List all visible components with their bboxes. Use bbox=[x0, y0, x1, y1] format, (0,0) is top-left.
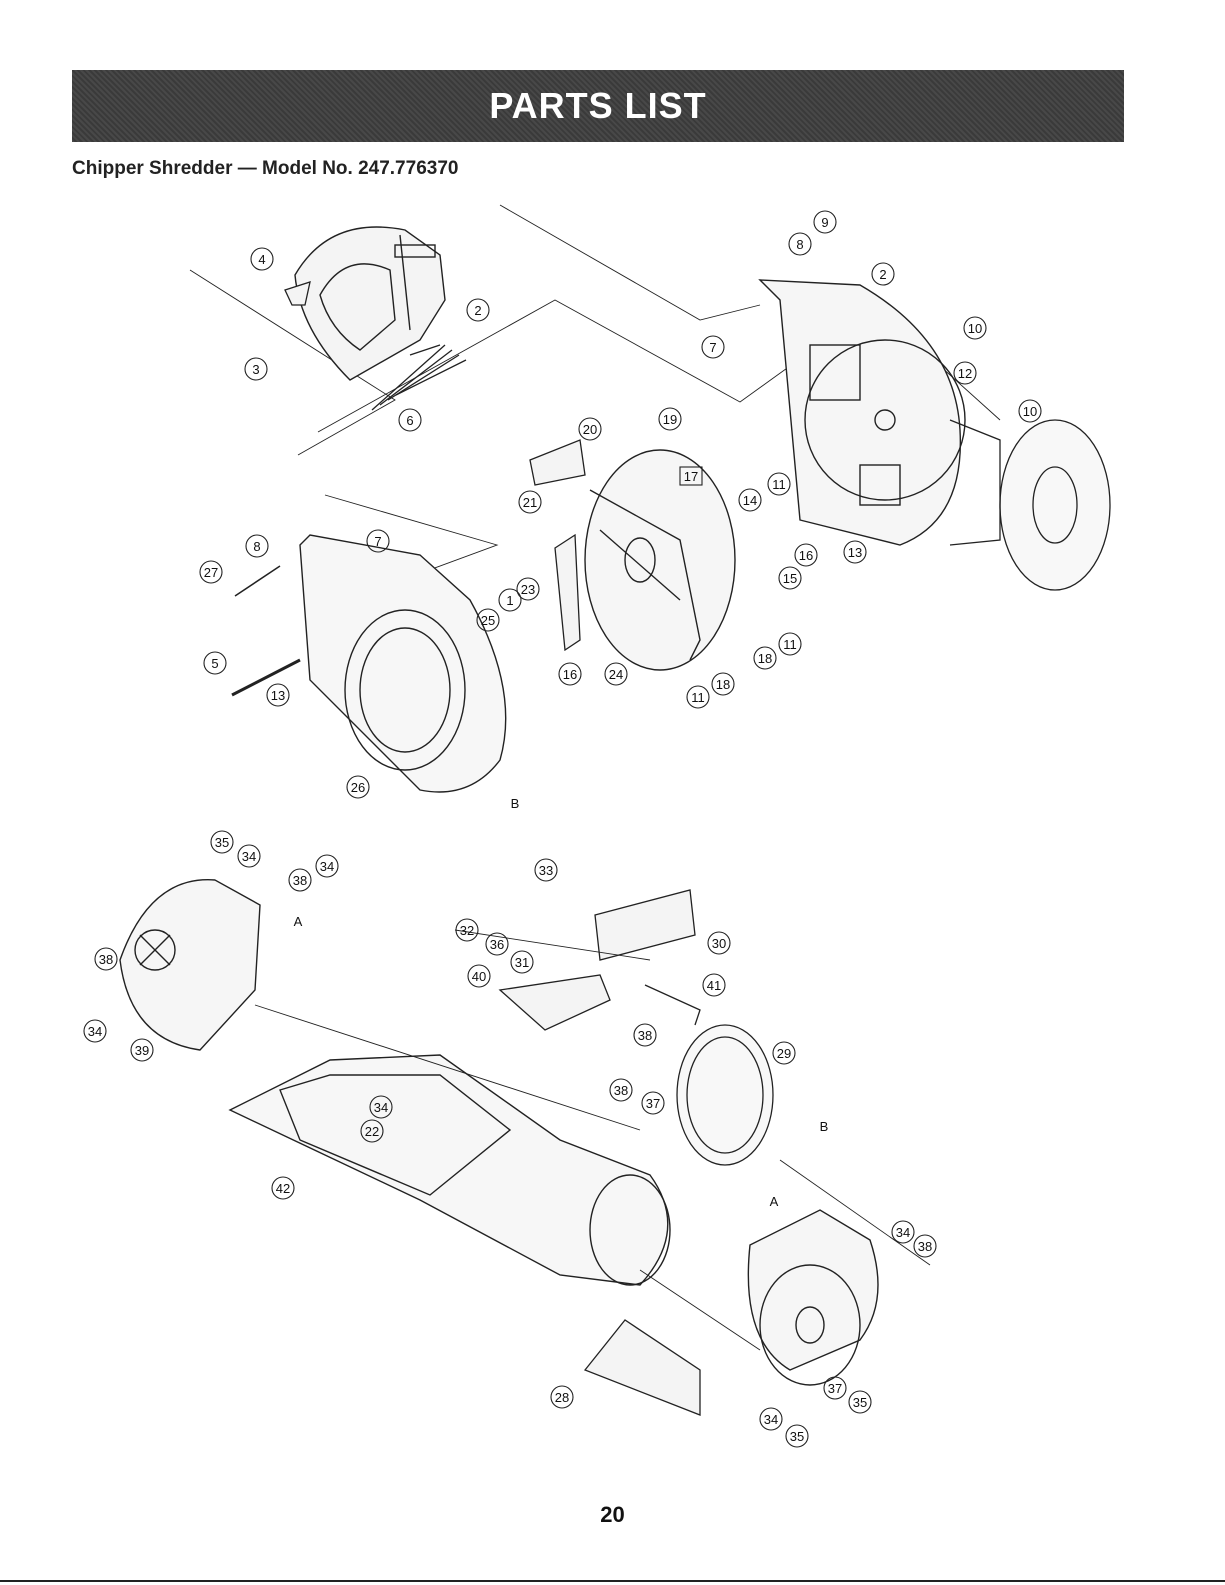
callout-22: 22 bbox=[365, 1124, 379, 1139]
callout-30: 30 bbox=[712, 936, 726, 951]
callout-13: 13 bbox=[848, 545, 862, 560]
callout-16: 16 bbox=[563, 667, 577, 682]
deflector-part bbox=[500, 975, 610, 1030]
long-bolt-part bbox=[235, 566, 280, 596]
callout-34: 34 bbox=[764, 1412, 778, 1427]
callout-18: 18 bbox=[758, 651, 772, 666]
callout-38: 38 bbox=[614, 1083, 628, 1098]
callout-29: 29 bbox=[777, 1046, 791, 1061]
callout-16: 16 bbox=[799, 548, 813, 563]
blade-bracket-part bbox=[530, 440, 585, 485]
callout-5: 5 bbox=[211, 656, 218, 671]
callout-21: 21 bbox=[523, 495, 537, 510]
callout-3: 3 bbox=[252, 362, 259, 377]
callout-6: 6 bbox=[406, 413, 413, 428]
callout-35: 35 bbox=[853, 1395, 867, 1410]
callout-24: 24 bbox=[609, 667, 623, 682]
callout-37: 37 bbox=[646, 1096, 660, 1111]
callout-40: 40 bbox=[472, 969, 486, 984]
plate-part bbox=[585, 1320, 700, 1415]
callout-28: 28 bbox=[555, 1390, 569, 1405]
bottom-rule bbox=[0, 1580, 1225, 1582]
callout-2: 2 bbox=[474, 303, 481, 318]
chute-cover-part bbox=[295, 227, 445, 380]
callout-15: 15 bbox=[783, 571, 797, 586]
rod-part bbox=[232, 660, 300, 695]
callout-38: 38 bbox=[918, 1239, 932, 1254]
callout-18: 18 bbox=[716, 677, 730, 692]
impeller-disc-part bbox=[585, 450, 735, 670]
hopper-part bbox=[230, 1055, 670, 1285]
callout-14: 14 bbox=[743, 493, 757, 508]
callout-34: 34 bbox=[374, 1100, 388, 1115]
callout-32: 32 bbox=[460, 923, 474, 938]
callout-38: 38 bbox=[293, 873, 307, 888]
bracket-part bbox=[595, 890, 695, 960]
callout-36: 36 bbox=[490, 937, 504, 952]
callout-13: 13 bbox=[271, 688, 285, 703]
callout-34: 34 bbox=[88, 1024, 102, 1039]
callout-38: 38 bbox=[99, 952, 113, 967]
callout-4: 4 bbox=[258, 252, 265, 267]
header-banner: PARTS LIST bbox=[72, 70, 1124, 142]
ref-letter-a: A bbox=[294, 914, 303, 929]
callout-1: 1 bbox=[506, 593, 513, 608]
callout-23: 23 bbox=[521, 582, 535, 597]
ref-letter-b: B bbox=[820, 1119, 829, 1134]
callout-11: 11 bbox=[772, 477, 786, 492]
callout-12: 12 bbox=[958, 366, 972, 381]
ref-letter-b: B bbox=[511, 796, 520, 811]
callout-34: 34 bbox=[242, 849, 256, 864]
callout-7: 7 bbox=[374, 534, 381, 549]
rear-housing-plate bbox=[760, 280, 965, 545]
front-housing bbox=[300, 535, 506, 792]
pin-rod-part bbox=[645, 985, 700, 1025]
callout-25: 25 bbox=[481, 613, 495, 628]
model-subtitle: Chipper Shredder — Model No. 247.776370 bbox=[72, 158, 458, 180]
callout-8: 8 bbox=[253, 539, 260, 554]
knife-part bbox=[555, 535, 580, 650]
page-title: PARTS LIST bbox=[489, 85, 706, 127]
callout-10: 10 bbox=[1023, 404, 1037, 419]
callout-10: 10 bbox=[968, 321, 982, 336]
exploded-parts-diagram: 9 8 4 2 2 10 3 7 12 6 10 19 20 21 11 14 … bbox=[60, 195, 1160, 1485]
callout-34: 34 bbox=[320, 859, 334, 874]
left-blower-housing bbox=[120, 880, 260, 1050]
callout-2: 2 bbox=[879, 267, 886, 282]
callout-38: 38 bbox=[638, 1028, 652, 1043]
page-number: 20 bbox=[0, 1502, 1225, 1528]
callout-19: 19 bbox=[663, 412, 677, 427]
callout-20: 20 bbox=[583, 422, 597, 437]
callout-11: 11 bbox=[691, 690, 705, 705]
gasket-part bbox=[677, 1025, 773, 1165]
callout-41: 41 bbox=[707, 978, 721, 993]
ref-letter-a: A bbox=[770, 1194, 779, 1209]
callout-42: 42 bbox=[276, 1181, 290, 1196]
callout-9: 9 bbox=[821, 215, 828, 230]
right-blower-housing bbox=[748, 1210, 878, 1385]
callout-27: 27 bbox=[204, 565, 218, 580]
callout-17: 17 bbox=[684, 469, 698, 484]
wheel-part bbox=[950, 420, 1110, 590]
callout-11: 11 bbox=[783, 637, 797, 652]
callout-35: 35 bbox=[215, 835, 229, 850]
callout-8: 8 bbox=[796, 237, 803, 252]
callout-31: 31 bbox=[515, 955, 529, 970]
callout-35: 35 bbox=[790, 1429, 804, 1444]
callout-34: 34 bbox=[896, 1225, 910, 1240]
callout-7: 7 bbox=[709, 340, 716, 355]
callout-39: 39 bbox=[135, 1043, 149, 1058]
callout-37: 37 bbox=[828, 1381, 842, 1396]
knob-part bbox=[285, 282, 310, 305]
callout-26: 26 bbox=[351, 780, 365, 795]
callout-33: 33 bbox=[539, 863, 553, 878]
